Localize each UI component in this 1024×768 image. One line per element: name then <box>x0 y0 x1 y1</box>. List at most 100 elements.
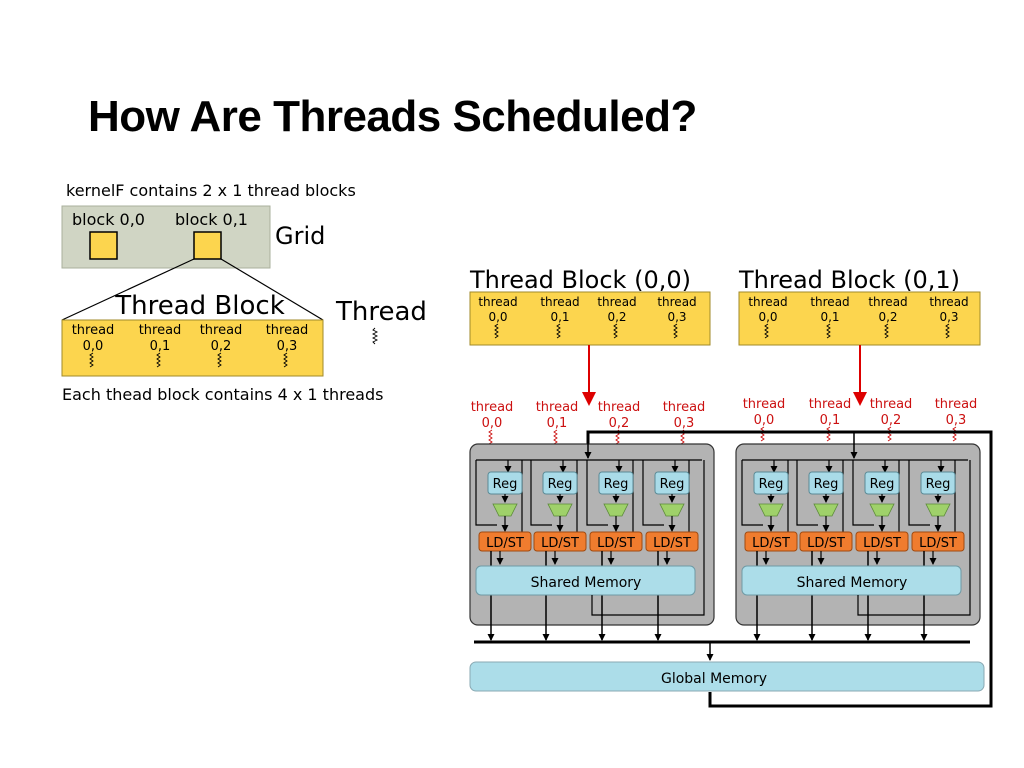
sm-0-lane-0-reg-label: Reg <box>493 477 518 492</box>
sm-0-lane-3-alu-icon <box>659 503 685 517</box>
sm-0-lane-2-alu-icon <box>603 503 629 517</box>
sm-1-lane-1-alu-icon <box>813 503 839 517</box>
sm0-thread-3-id: 0,3 <box>674 416 695 431</box>
grid-caption: kernelF contains 2 x 1 thread blocks <box>66 181 356 200</box>
block0-thread-3-word: thread <box>657 295 696 309</box>
sm-1-lane-1-ldst-label: LD/ST <box>807 536 845 551</box>
sm-1-return-path <box>857 460 971 616</box>
sm-1-shared-memory <box>741 565 962 596</box>
grid-block-1 <box>193 231 222 260</box>
sm1-thread-3-word: thread <box>935 397 978 412</box>
sm-1-lane-2-loop <box>852 460 874 526</box>
block-title-1: Thread Block (0,1) <box>738 266 960 294</box>
sm1-thread-0-id: 0,0 <box>754 413 775 428</box>
block0-thread-2-id: 0,2 <box>607 310 626 324</box>
sm-0-lane-1-loop <box>530 460 552 526</box>
sm1-thread-2-word: thread <box>870 397 913 412</box>
sm-0-lane-1-reg-label: Reg <box>548 477 573 492</box>
sm-1-lane-0-ldst-label: LD/ST <box>752 536 790 551</box>
sm-0-lane-2-loop <box>586 460 608 526</box>
sm0-thread-1-word: thread <box>536 400 579 415</box>
sm-1-lane-1-loop <box>796 460 818 526</box>
sm-0-lane-1-ldst <box>533 531 587 552</box>
block0-thread-3-id: 0,3 <box>667 310 686 324</box>
sm-1-lane-3-loop <box>908 460 930 526</box>
block0-thread-1-word: thread <box>540 295 579 309</box>
sm-1-lane-0-reg-label: Reg <box>759 477 784 492</box>
grid-overview: kernelF contains 2 x 1 thread blocks blo… <box>61 181 427 404</box>
block1-thread-3-squiggle-icon <box>945 323 950 339</box>
grid-block-0 <box>89 231 118 260</box>
block0-thread-1-id: 0,1 <box>550 310 569 324</box>
block1-thread-2-id: 0,2 <box>878 310 897 324</box>
sm-1-lane-0-alu-icon <box>758 503 784 517</box>
left-thread-2-word: thread <box>200 323 243 338</box>
block-threads-box-0 <box>469 291 711 346</box>
block1-thread-2-word: thread <box>868 295 907 309</box>
grid-label: Grid <box>275 222 325 250</box>
sm-1-lane-1-reg-label: Reg <box>814 477 839 492</box>
sm0-thread-0-squiggle-icon <box>488 429 493 445</box>
sm-0-lane-0-ldst-label: LD/ST <box>486 536 524 551</box>
thread-block-label: Thread Block <box>114 291 285 321</box>
thread-label: Thread <box>335 297 427 327</box>
sm1-thread-2-squiggle-icon <box>887 426 892 442</box>
sm0-thread-0-word: thread <box>471 400 514 415</box>
sm-1-lane-2-ldst <box>855 531 909 552</box>
block0-thread-0-squiggle-icon <box>494 323 499 339</box>
sm-1-lane-3-alu-icon <box>925 503 951 517</box>
thread-block-box <box>61 319 324 377</box>
sm1-thread-3-id: 0,3 <box>946 413 967 428</box>
sm-0-lane-2-reg-label: Reg <box>604 477 629 492</box>
sm-0-lane-3-reg-label: Reg <box>660 477 685 492</box>
left-thread-2-id: 0,2 <box>211 339 232 354</box>
zoom-line-right <box>220 258 324 321</box>
sm-0-lane-0-loop <box>475 460 497 526</box>
left-thread-0-word: thread <box>72 323 115 338</box>
sm-1-lane-2-ldst-label: LD/ST <box>863 536 901 551</box>
left-thread-3-id: 0,3 <box>277 339 298 354</box>
sm-1-shared-memory-label: Shared Memory <box>797 575 908 591</box>
left-thread-1-word: thread <box>139 323 182 338</box>
left-thread-1-id: 0,1 <box>150 339 171 354</box>
sm-1-lane-3-ldst-label: LD/ST <box>919 536 957 551</box>
sm-1-lane-0-loop <box>741 460 763 526</box>
left-thread-3-squiggle-icon <box>283 352 288 368</box>
sm-0-lane-0-alu-icon <box>492 503 518 517</box>
sm1-thread-1-squiggle-icon <box>826 426 831 442</box>
sm-0-lane-1-ldst-label: LD/ST <box>541 536 579 551</box>
block0-thread-2-squiggle-icon <box>613 323 618 339</box>
sm-0-lane-2-ldst-label: LD/ST <box>597 536 635 551</box>
block0-thread-0-word: thread <box>478 295 517 309</box>
left-thread-2-squiggle-icon <box>217 352 222 368</box>
block0-thread-3-squiggle-icon <box>673 323 678 339</box>
sm-1-lane-3-ldst <box>911 531 965 552</box>
thread-block-footer: Each thead block contains 4 x 1 threads <box>62 385 383 404</box>
sm-0-lane-3-ldst-label: LD/ST <box>653 536 691 551</box>
global-memory-label: Global Memory <box>661 671 767 687</box>
thread-squiggle-icon <box>371 327 379 345</box>
left-thread-0-id: 0,0 <box>83 339 104 354</box>
scheduled-thread-labels: thread0,0thread0,1thread0,2thread0,3thre… <box>471 397 978 445</box>
grid-block-label-0: block 0,0 <box>72 210 145 229</box>
sm1-thread-0-squiggle-icon <box>760 426 765 442</box>
sm-1-lane-2-reg-label: Reg <box>870 477 895 492</box>
left-thread-1-squiggle-icon <box>156 352 161 368</box>
sm-1-lane-1-ldst <box>799 531 853 552</box>
sm-0-lane-2-ldst <box>589 531 643 552</box>
sm-0-lane-0-ldst <box>478 531 532 552</box>
sm-0-lane-3-ldst <box>645 531 699 552</box>
sm-1-lane-0-ldst <box>744 531 798 552</box>
grid-block-label-1: block 0,1 <box>175 210 248 229</box>
sm0-thread-1-squiggle-icon <box>553 429 558 445</box>
block1-thread-0-word: thread <box>748 295 787 309</box>
sm-0-return-path <box>591 460 705 616</box>
slide-title: How Are Threads Scheduled? <box>88 92 697 141</box>
block-threads-box-1 <box>738 291 981 346</box>
block1-thread-1-squiggle-icon <box>826 323 831 339</box>
sm-0-shared-memory <box>475 565 696 596</box>
block0-thread-2-word: thread <box>597 295 636 309</box>
